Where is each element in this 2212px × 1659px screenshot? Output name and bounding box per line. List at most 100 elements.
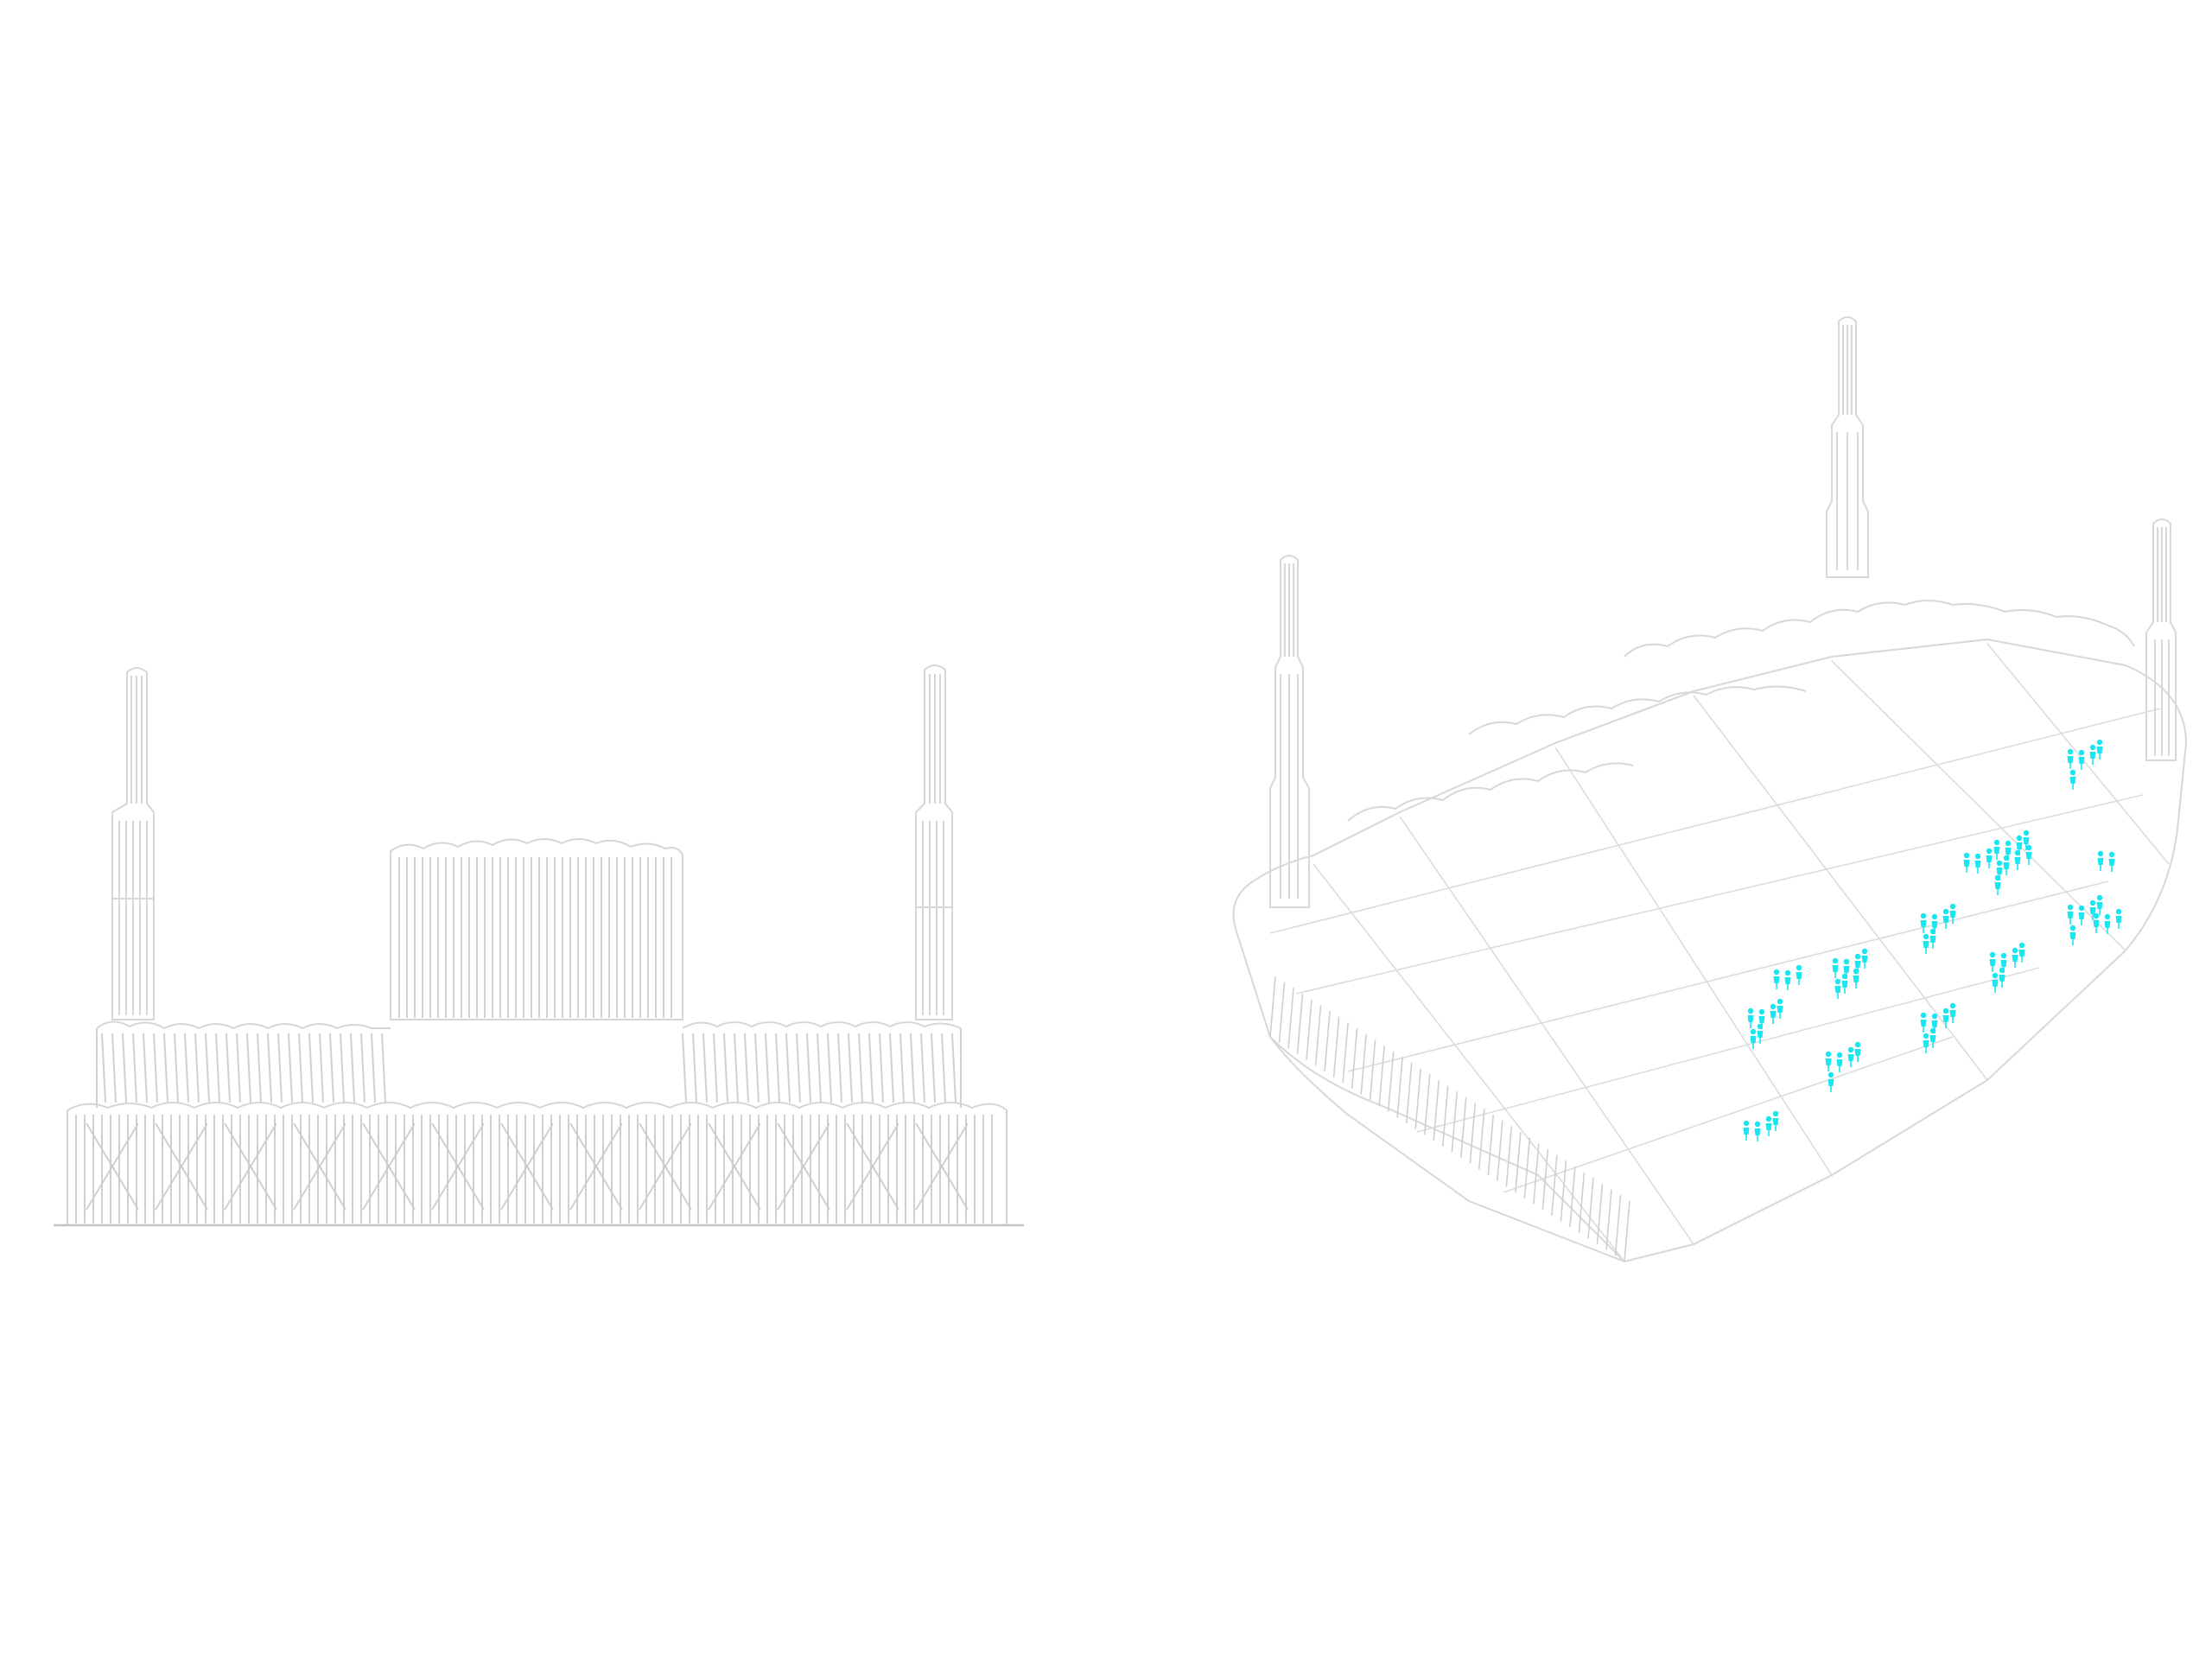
person-body (2093, 920, 2100, 927)
person-head (2067, 904, 2074, 911)
person-head (1942, 1007, 1949, 1014)
axon-right-chimney (2145, 518, 2177, 761)
person-head (1747, 1007, 1754, 1014)
person-body (2025, 852, 2032, 859)
elevation-right-chimney (915, 664, 953, 1020)
axon-facade-rib (1624, 1200, 1630, 1262)
person-figure (2069, 769, 2076, 790)
mid-band-rib (734, 1033, 739, 1103)
person-body (1747, 1015, 1754, 1022)
person-body (1992, 980, 1999, 987)
person-body (1853, 976, 1859, 982)
person-body (1784, 977, 1791, 984)
person-body (2096, 747, 2103, 753)
mid-band-rib (298, 1033, 303, 1103)
person-body (2003, 862, 2010, 869)
person-body (1929, 936, 1936, 943)
person-body (1861, 956, 1868, 963)
axon-facade-rib (1378, 1045, 1385, 1107)
person-head (1743, 1120, 1750, 1127)
elevation-left-chimney (111, 667, 155, 1020)
person-head (2005, 840, 2012, 847)
lower-band-brace (362, 1122, 416, 1211)
axon-grid-line (1831, 660, 2126, 951)
person-body (1920, 920, 1927, 927)
person-figure (2096, 894, 2103, 915)
person-figure (2096, 739, 2103, 760)
mid-band-rib (879, 1033, 884, 1103)
person-head (1996, 860, 2003, 867)
person-head (1854, 953, 1861, 960)
person-body (1765, 1123, 1772, 1130)
person-head (1942, 908, 1949, 915)
person-figure (2025, 844, 2032, 865)
axon-facade-rib (1360, 1033, 1367, 1095)
person-head (1999, 967, 2005, 974)
mid-band-rib (817, 1033, 822, 1103)
person-body (2097, 858, 2104, 865)
person-figure (1949, 1002, 1956, 1023)
axon-grid-line (1693, 695, 1988, 1081)
person-body (2014, 857, 2021, 864)
person-head (1750, 1028, 1757, 1035)
person-figure (2108, 851, 2115, 872)
person-figure (1942, 1007, 1949, 1028)
person-head (1757, 1023, 1764, 1030)
mid-band-rib (246, 1033, 251, 1103)
person-figure (1841, 973, 1848, 994)
elevation-lower-band (67, 1110, 1007, 1225)
mid-band-rib (765, 1033, 770, 1103)
person-head (1963, 852, 1970, 859)
person-body (2012, 955, 2018, 962)
axon-facade-rib (1287, 988, 1294, 1049)
person-figure (1986, 848, 1993, 868)
axon-facade-rib (1369, 1039, 1376, 1101)
person-figure (2014, 849, 2021, 870)
axon-facade-rib (1541, 1148, 1549, 1211)
mid-band-rib (267, 1033, 272, 1103)
elevation-right-roof (682, 1021, 962, 1029)
axon-left-chimney (1269, 555, 1310, 908)
person-head (1929, 1027, 1936, 1034)
person-head (1773, 969, 1780, 976)
person-head (1861, 948, 1868, 955)
axon-facade-rib (1478, 1109, 1485, 1170)
axon-facade-rib (1523, 1137, 1531, 1198)
mid-band-rib (308, 1033, 314, 1103)
person-figure (2104, 913, 2111, 934)
axon-facade-rib (1551, 1154, 1558, 1216)
mid-band-rib (101, 1033, 106, 1103)
person-body (1772, 1118, 1779, 1125)
mid-band-rib (827, 1033, 832, 1103)
person-figure (1784, 969, 1791, 990)
axon-grid-line (1503, 1036, 1954, 1193)
elevation-view (54, 664, 1024, 1227)
axon-grid-line (1269, 708, 2161, 934)
person-head (1847, 1046, 1854, 1053)
axon-facade-rib (1459, 1096, 1467, 1159)
person-head (2069, 769, 2076, 776)
mid-band-rib (360, 1033, 365, 1103)
axon-facade-rib (1505, 1126, 1513, 1187)
axonometric-view (1232, 316, 2188, 1263)
person-head (2025, 844, 2032, 851)
person-figure (1923, 933, 1929, 954)
person-body (1770, 1011, 1777, 1018)
mid-band-rib (381, 1033, 386, 1103)
person-figure (1757, 1023, 1764, 1044)
person-figure (1994, 874, 2001, 895)
axon-facade-rib (1587, 1178, 1594, 1239)
mid-band-rib (277, 1033, 283, 1103)
person-figure (1993, 839, 2000, 860)
axon-facade-rib (1296, 993, 1304, 1055)
axon-upper-terrace (1468, 685, 1807, 735)
person-body (1986, 855, 1993, 862)
person-head (1949, 903, 1956, 910)
person-figure (1777, 998, 1783, 1019)
person-head (2097, 850, 2104, 857)
person-head (2067, 748, 2074, 755)
person-body (1777, 1006, 1783, 1013)
mid-band-rib (682, 1033, 687, 1103)
person-head (1754, 1121, 1761, 1128)
